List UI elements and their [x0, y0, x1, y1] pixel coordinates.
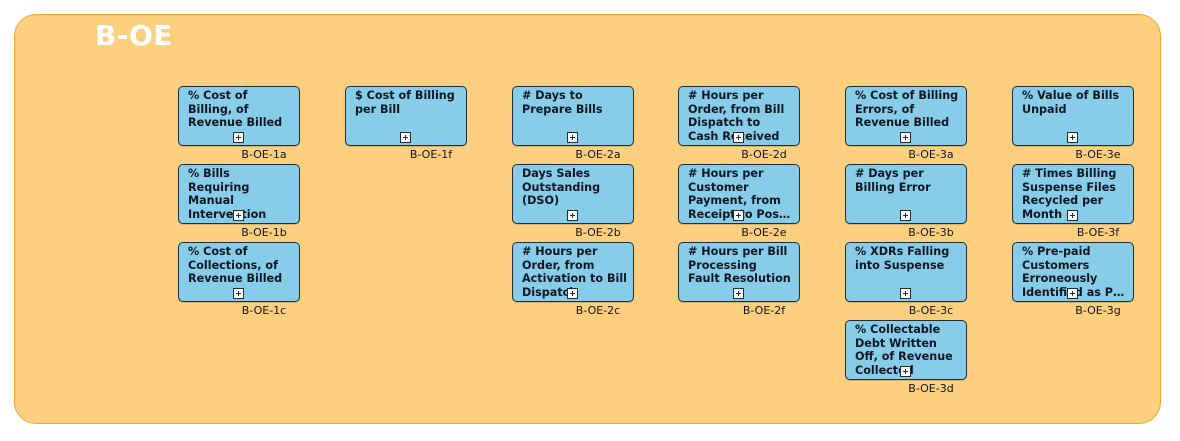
- metric-card-id: B-OE-3g: [1075, 304, 1121, 317]
- metric-card-label: % Value of Bills Unpaid: [1022, 89, 1120, 116]
- metric-card-label: # Hours per Order, from Activation to Bi…: [522, 245, 627, 299]
- metric-card-label: # Hours per Bill Processing Fault Resolu…: [688, 245, 791, 286]
- metric-card-label: % Bills Requiring Manual Intervention: [188, 167, 267, 221]
- metric-card-label: % Cost of Collections, of Revenue Billed: [188, 245, 283, 286]
- metric-card-label: $ Cost of Billing per Bill: [355, 89, 455, 116]
- metric-card-label: # Days to Prepare Bills: [522, 89, 603, 116]
- metric-card-label: % Collectable Debt Written Off, of Reven…: [855, 323, 953, 377]
- metric-card-b-oe-1a[interactable]: % Cost of Billing, of Revenue Billed: [178, 86, 300, 146]
- metric-card-id: B-OE-1f: [409, 148, 453, 161]
- metric-card-b-oe-3b[interactable]: # Days per Billing Error: [845, 164, 967, 224]
- metric-card-id: B-OE-2b: [575, 226, 621, 239]
- expand-icon[interactable]: [900, 210, 911, 221]
- expand-icon[interactable]: [233, 288, 244, 299]
- metric-card-b-oe-1f[interactable]: $ Cost of Billing per Bill: [345, 86, 467, 146]
- metric-card-id: B-OE-2e: [741, 226, 787, 239]
- metric-card-label: % Cost of Billing, of Revenue Billed: [188, 89, 283, 130]
- expand-icon[interactable]: [1067, 132, 1078, 143]
- expand-icon[interactable]: [900, 132, 911, 143]
- metric-card-b-oe-2b[interactable]: Days Sales Outstanding (DSO): [512, 164, 634, 224]
- expand-icon[interactable]: [567, 132, 578, 143]
- metric-card-label: # Hours per Customer Payment, from Recei…: [688, 167, 791, 221]
- metric-card-id: B-OE-3c: [908, 304, 954, 317]
- expand-icon[interactable]: [567, 210, 578, 221]
- metric-card-b-oe-2e[interactable]: # Hours per Customer Payment, from Recei…: [678, 164, 800, 224]
- metric-card-b-oe-3a[interactable]: % Cost of Billing Errors, of Revenue Bil…: [845, 86, 967, 146]
- metric-card-label: Days Sales Outstanding (DSO): [522, 167, 601, 208]
- metric-card-b-oe-3f[interactable]: # Times Billing Suspense Files Recycled …: [1012, 164, 1134, 224]
- metric-card-id: B-OE-3b: [908, 226, 954, 239]
- expand-icon[interactable]: [567, 288, 578, 299]
- metric-card-label: # Days per Billing Error: [855, 167, 931, 194]
- metric-card-id: B-OE-1a: [241, 148, 287, 161]
- metric-card-b-oe-3c[interactable]: % XDRs Falling into Suspense: [845, 242, 967, 302]
- metric-card-label: % XDRs Falling into Suspense: [855, 245, 950, 272]
- metric-card-label: % Cost of Billing Errors, of Revenue Bil…: [855, 89, 959, 130]
- expand-icon[interactable]: [733, 132, 744, 143]
- group-title: B-OE: [95, 19, 173, 52]
- metric-card-id: B-OE-3e: [1075, 148, 1121, 161]
- metric-card-id: B-OE-1c: [241, 304, 287, 317]
- metric-card-b-oe-2a[interactable]: # Days to Prepare Bills: [512, 86, 634, 146]
- metric-card-id: B-OE-1b: [241, 226, 287, 239]
- metric-card-id: B-OE-3d: [908, 382, 954, 395]
- metric-card-id: B-OE-2c: [575, 304, 621, 317]
- metric-card-id: B-OE-2a: [575, 148, 621, 161]
- metric-card-b-oe-1c[interactable]: % Cost of Collections, of Revenue Billed: [178, 242, 300, 302]
- metric-card-id: B-OE-3a: [908, 148, 954, 161]
- expand-icon[interactable]: [400, 132, 411, 143]
- metric-card-b-oe-2d[interactable]: # Hours per Order, from Bill Dispatch to…: [678, 86, 800, 146]
- expand-icon[interactable]: [1067, 210, 1078, 221]
- metric-card-label: % Pre-paid Customers Erroneously Identif…: [1022, 245, 1125, 299]
- metric-card-id: B-OE-2d: [741, 148, 787, 161]
- metric-card-b-oe-1b[interactable]: % Bills Requiring Manual Intervention: [178, 164, 300, 224]
- metric-card-id: B-OE-2f: [742, 304, 786, 317]
- expand-icon[interactable]: [733, 210, 744, 221]
- metric-card-b-oe-2c[interactable]: # Hours per Order, from Activation to Bi…: [512, 242, 634, 302]
- expand-icon[interactable]: [233, 132, 244, 143]
- metric-card-b-oe-2f[interactable]: # Hours per Bill Processing Fault Resolu…: [678, 242, 800, 302]
- metric-card-b-oe-3g[interactable]: % Pre-paid Customers Erroneously Identif…: [1012, 242, 1134, 302]
- expand-icon[interactable]: [900, 288, 911, 299]
- metric-card-b-oe-3d[interactable]: % Collectable Debt Written Off, of Reven…: [845, 320, 967, 380]
- metric-card-b-oe-3e[interactable]: % Value of Bills Unpaid: [1012, 86, 1134, 146]
- metric-card-label: # Hours per Order, from Bill Dispatch to…: [688, 89, 785, 143]
- expand-icon[interactable]: [900, 366, 911, 377]
- expand-icon[interactable]: [1067, 288, 1078, 299]
- metric-card-label: # Times Billing Suspense Files Recycled …: [1022, 167, 1117, 221]
- metric-card-id: B-OE-3f: [1076, 226, 1120, 239]
- expand-icon[interactable]: [733, 288, 744, 299]
- expand-icon[interactable]: [233, 210, 244, 221]
